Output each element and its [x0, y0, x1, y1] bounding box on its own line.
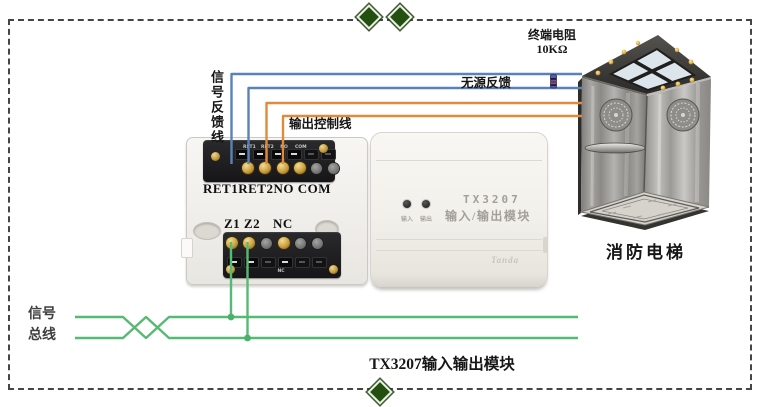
- top-terminal-row-label: RET1RET2NO COM: [203, 181, 331, 196]
- case-notch: [543, 237, 548, 253]
- terminal-block-bottom: NC: [223, 232, 341, 278]
- terminal-screw: [277, 162, 289, 174]
- corner-screw: [329, 265, 338, 274]
- terminal-hole: [312, 238, 323, 249]
- diagram-caption: TX3207输入输出模块: [369, 356, 515, 373]
- terminal-base-module: RET1 RET2 NO COM RET1RET2NO COM Z1 Z2 NC: [181, 137, 368, 285]
- bottom-terminal-label-z: Z1 Z2: [224, 216, 261, 231]
- io-module: 输入 输出 TX3207 输入/输出模块 Tanda: [370, 132, 548, 287]
- output-led-label: 输出: [420, 216, 432, 223]
- terminal-screw: [259, 162, 271, 174]
- terminal-resistor-value: 10KΩ: [536, 42, 568, 56]
- io-module-name: 输入/输出模块: [445, 209, 531, 223]
- input-led: [403, 200, 411, 208]
- signal-bus-label-line1: 信号: [28, 307, 56, 322]
- terminal-screw: [242, 162, 254, 174]
- input-led-label: 输入: [401, 216, 413, 223]
- signal-feedback-label: 信号反馈线: [208, 70, 224, 145]
- signal-bus-label-line2: 总线: [28, 328, 56, 343]
- terminal-hole: [261, 238, 272, 249]
- terminal-screw: [294, 162, 306, 174]
- terminal-resistor-label: 终端电阻: [527, 28, 576, 42]
- terminal-hole: [328, 163, 339, 174]
- terminal-screw: [278, 237, 290, 249]
- terminal-screw: [243, 237, 255, 249]
- bottom-terminal-label-nc: NC: [273, 216, 293, 231]
- passive-feedback-label: 无源反馈: [461, 76, 512, 90]
- side-tab: [181, 238, 193, 258]
- mounting-hole: [193, 222, 221, 240]
- corner-screw: [226, 265, 235, 274]
- output-led: [422, 200, 430, 208]
- corner-screw: [319, 144, 328, 153]
- terminal-screw: [226, 237, 238, 249]
- io-module-model: TX3207: [463, 193, 521, 206]
- terminal-hole: [311, 163, 322, 174]
- terminal-block-top: RET1 RET2 NO COM: [203, 140, 339, 182]
- corner-screw: [211, 152, 220, 161]
- terminal-hole: [295, 238, 306, 249]
- elevator-label: 消防电梯: [606, 243, 686, 262]
- brand-logo: Tanda: [491, 255, 520, 265]
- output-control-label: 输出控制线: [289, 117, 352, 131]
- terminal-label-nc-small: NC: [277, 268, 285, 274]
